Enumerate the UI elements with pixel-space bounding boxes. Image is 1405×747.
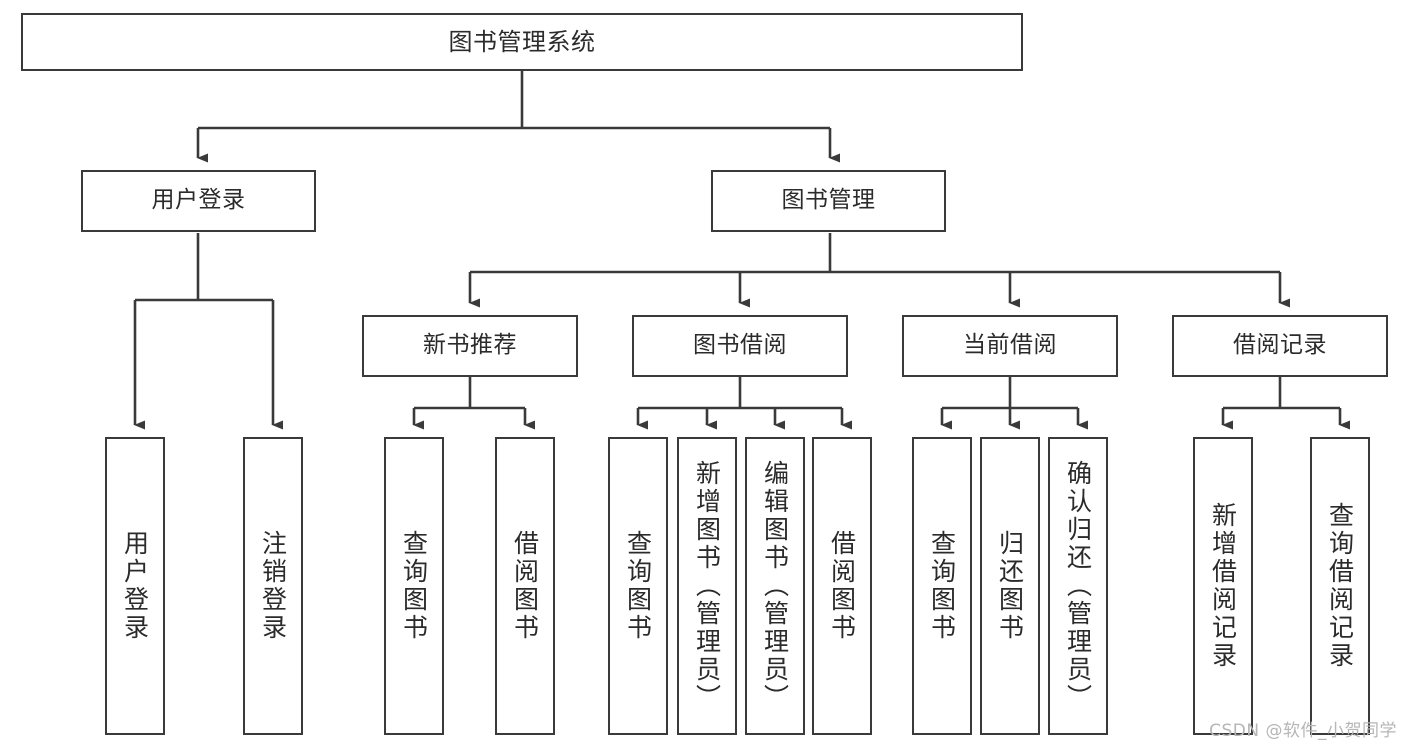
node-label: 借阅记录	[1233, 332, 1327, 359]
node-new-book-recommendation[interactable]: 新书推荐	[362, 315, 578, 377]
node-book-management[interactable]: 图书管理	[711, 170, 946, 232]
node-label: 当前借阅	[963, 332, 1057, 359]
leaf-query-books-borrowing[interactable]: 查询图书	[608, 437, 668, 735]
node-label: 新增图书（管理员）	[692, 460, 722, 712]
leaf-confirm-return-admin[interactable]: 确认归还（管理员）	[1048, 437, 1108, 735]
node-label: 借阅图书	[827, 530, 857, 642]
node-label: 确认归还（管理员）	[1063, 460, 1093, 712]
node-label: 用户登录	[151, 187, 246, 214]
node-current-borrowing[interactable]: 当前借阅	[902, 315, 1118, 377]
node-label: 查询图书	[623, 530, 653, 642]
node-label: 用户登录	[120, 530, 150, 642]
leaf-user-login[interactable]: 用户登录	[105, 437, 165, 735]
node-label: 注销登录	[258, 530, 288, 642]
leaf-borrow-books-recommendation[interactable]: 借阅图书	[495, 437, 555, 735]
node-label: 新书推荐	[423, 332, 517, 359]
leaf-add-borrowing-record[interactable]: 新增借阅记录	[1193, 437, 1253, 735]
node-label: 编辑图书（管理员）	[760, 460, 790, 712]
node-label: 借阅图书	[510, 530, 540, 642]
leaf-query-books-recommendation[interactable]: 查询图书	[384, 437, 444, 735]
node-user-login[interactable]: 用户登录	[81, 170, 316, 232]
leaf-add-book-admin[interactable]: 新增图书（管理员）	[677, 437, 737, 735]
node-label: 查询图书	[399, 530, 429, 642]
leaf-query-borrowing-record[interactable]: 查询借阅记录	[1310, 437, 1370, 735]
node-label: 查询图书	[927, 530, 957, 642]
node-label: 新增借阅记录	[1208, 502, 1238, 670]
node-label: 图书管理系统	[448, 27, 596, 56]
leaf-edit-book-admin[interactable]: 编辑图书（管理员）	[745, 437, 805, 735]
node-label: 归还图书	[995, 530, 1025, 642]
node-label: 图书管理	[781, 187, 876, 214]
leaf-borrow-books[interactable]: 借阅图书	[812, 437, 872, 735]
leaf-query-books-current[interactable]: 查询图书	[912, 437, 972, 735]
node-root-library-management-system[interactable]: 图书管理系统	[21, 13, 1023, 71]
node-label: 查询借阅记录	[1325, 502, 1355, 670]
node-borrowing-records[interactable]: 借阅记录	[1172, 315, 1388, 377]
node-label: 图书借阅	[693, 332, 787, 359]
leaf-logout[interactable]: 注销登录	[243, 437, 303, 735]
csdn-watermark: CSDN @软件_小贺同学	[1209, 721, 1397, 741]
node-book-borrowing[interactable]: 图书借阅	[632, 315, 848, 377]
leaf-return-books[interactable]: 归还图书	[980, 437, 1040, 735]
